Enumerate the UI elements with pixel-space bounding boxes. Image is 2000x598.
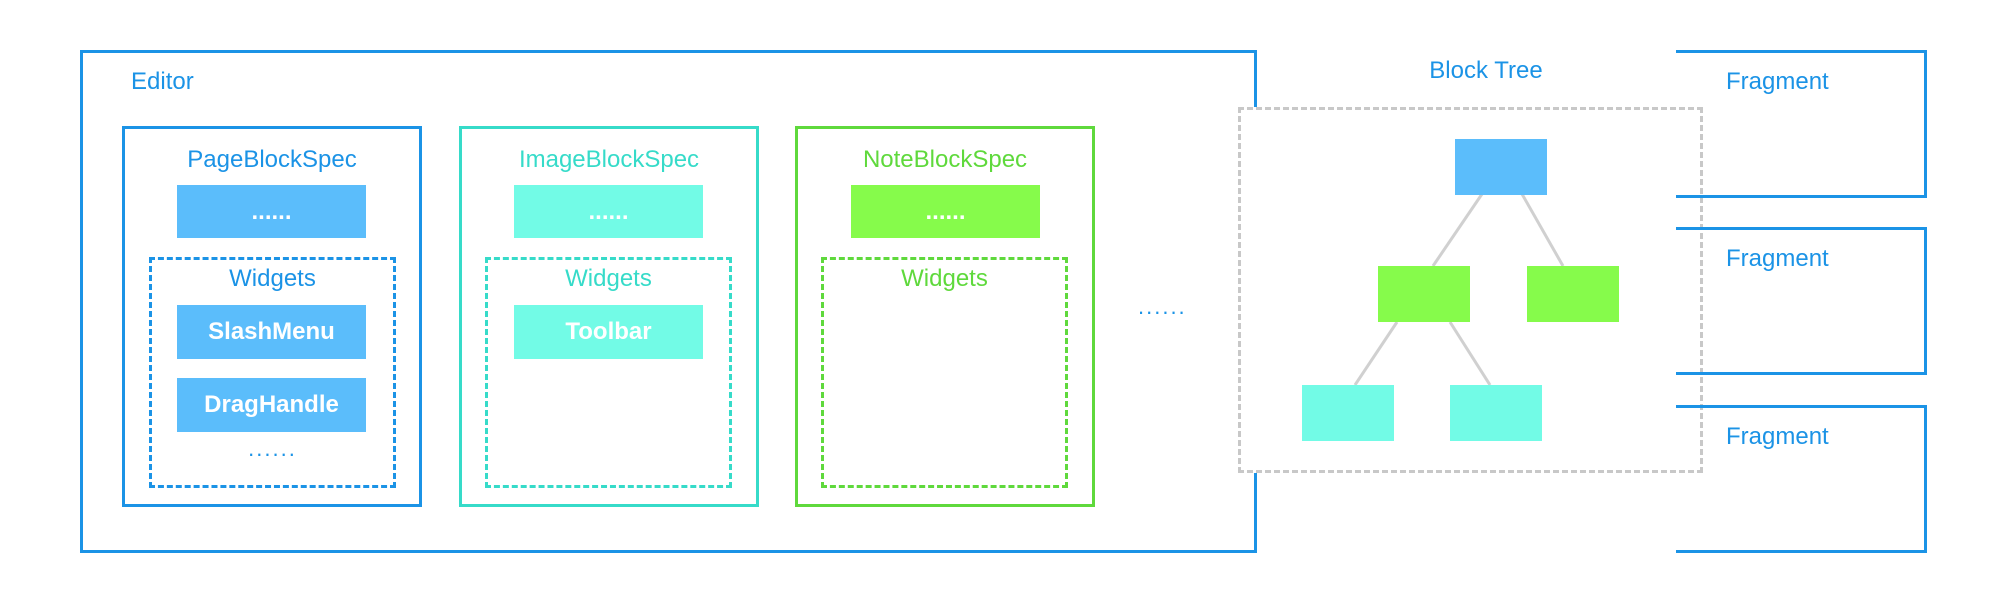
fragment-box-3 <box>1676 405 1927 553</box>
tree-node-right <box>1527 266 1619 322</box>
tree-edge-root-left <box>1431 193 1484 267</box>
fragment-box-2 <box>1676 227 1927 375</box>
note-block-spec-bar: ...... <box>851 185 1040 238</box>
image-block-widgets <box>485 257 732 488</box>
tree-node-root <box>1455 139 1547 195</box>
page-block-spec-bar-dots: ...... <box>251 197 292 225</box>
page-block-spec-title: PageBlockSpec <box>187 146 357 173</box>
tree-edge-left-bottomright <box>1448 321 1492 386</box>
note-block-spec-bar-dots: ...... <box>925 197 966 225</box>
image-block-spec <box>459 126 759 507</box>
editor-title: Editor <box>131 68 194 95</box>
drag-handle-widget: DragHandle <box>177 378 366 432</box>
fragment-box-1 <box>1676 50 1927 198</box>
note-block-spec <box>795 126 1095 507</box>
page-block-widgets <box>149 257 396 488</box>
page-block-widgets-title: Widgets <box>229 265 316 292</box>
fragment-label-2: Fragment <box>1726 245 1829 272</box>
page-block-widgets-more: ...... <box>248 436 297 461</box>
more-specs-ellipsis: ...... <box>1138 294 1187 319</box>
image-block-widgets-title: Widgets <box>565 265 652 292</box>
slash-menu-widget: SlashMenu <box>177 305 366 359</box>
page-block-spec-bar: ...... <box>177 185 366 238</box>
tree-node-bottom-left <box>1302 385 1394 441</box>
block-tree-title: Block Tree <box>1429 57 1543 84</box>
note-block-spec-title: NoteBlockSpec <box>862 146 1028 173</box>
fragment-label-3: Fragment <box>1726 423 1829 450</box>
tree-edge-left-bottomleft <box>1353 321 1399 386</box>
image-block-spec-title: ImageBlockSpec <box>518 146 700 173</box>
note-block-widgets-title: Widgets <box>901 265 988 292</box>
toolbar-widget: Toolbar <box>514 305 703 359</box>
fragment-label-1: Fragment <box>1726 68 1829 95</box>
image-block-spec-bar-dots: ...... <box>588 197 629 225</box>
image-block-spec-bar: ...... <box>514 185 703 238</box>
page-block-spec <box>122 126 422 507</box>
note-block-widgets <box>821 257 1068 488</box>
tree-node-left <box>1378 266 1470 322</box>
tree-edge-root-right <box>1520 193 1565 267</box>
tree-node-bottom-right <box>1450 385 1542 441</box>
